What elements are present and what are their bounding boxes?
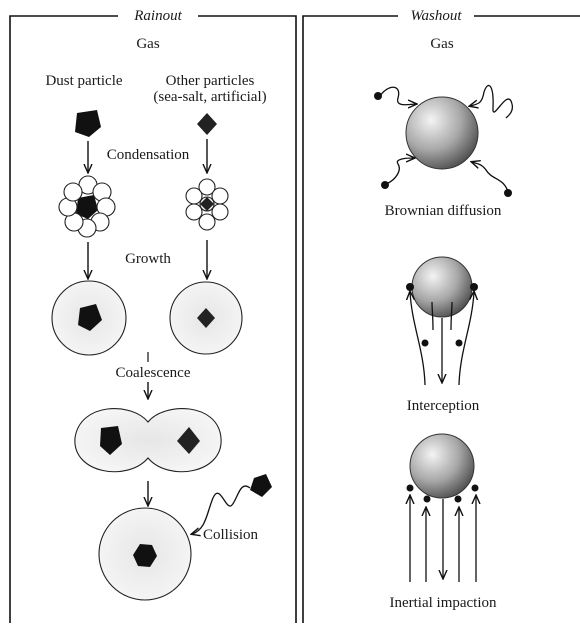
collision-particle-icon: [250, 474, 272, 497]
other-particles-label: Other particles: [166, 73, 255, 90]
brownian-sphere: [406, 97, 478, 169]
impaction-sphere: [410, 434, 474, 498]
interception-sphere: [412, 257, 472, 317]
dust-particle-icon: [75, 110, 101, 137]
washout-title: Washout: [410, 8, 461, 25]
interception-label: Interception: [407, 398, 479, 415]
rainout-title: Rainout: [134, 8, 182, 25]
droplet-dust: [52, 281, 126, 355]
coalescence-label: Coalescence: [116, 365, 191, 382]
other-particle-icon: [197, 113, 217, 135]
brownian-diffusion-label: Brownian diffusion: [385, 203, 502, 220]
dust-particle-label: Dust particle: [45, 73, 122, 90]
condensation-cluster-other: [186, 179, 228, 230]
growth-label: Growth: [125, 251, 171, 268]
condensation-label: Condensation: [107, 147, 190, 164]
coalescing-droplets: [75, 409, 221, 472]
rainout-gas-label: Gas: [136, 36, 159, 53]
other-particles-sublabel: (sea-salt, artificial): [153, 89, 266, 106]
droplet-other: [170, 282, 242, 354]
final-droplet: [99, 508, 191, 600]
condensation-cluster-dust: [59, 176, 115, 237]
washout-gas-label: Gas: [430, 36, 453, 53]
collision-label: Collision: [203, 527, 258, 544]
impaction-paths: [410, 496, 476, 582]
inertial-impaction-label: Inertial impaction: [389, 595, 496, 612]
